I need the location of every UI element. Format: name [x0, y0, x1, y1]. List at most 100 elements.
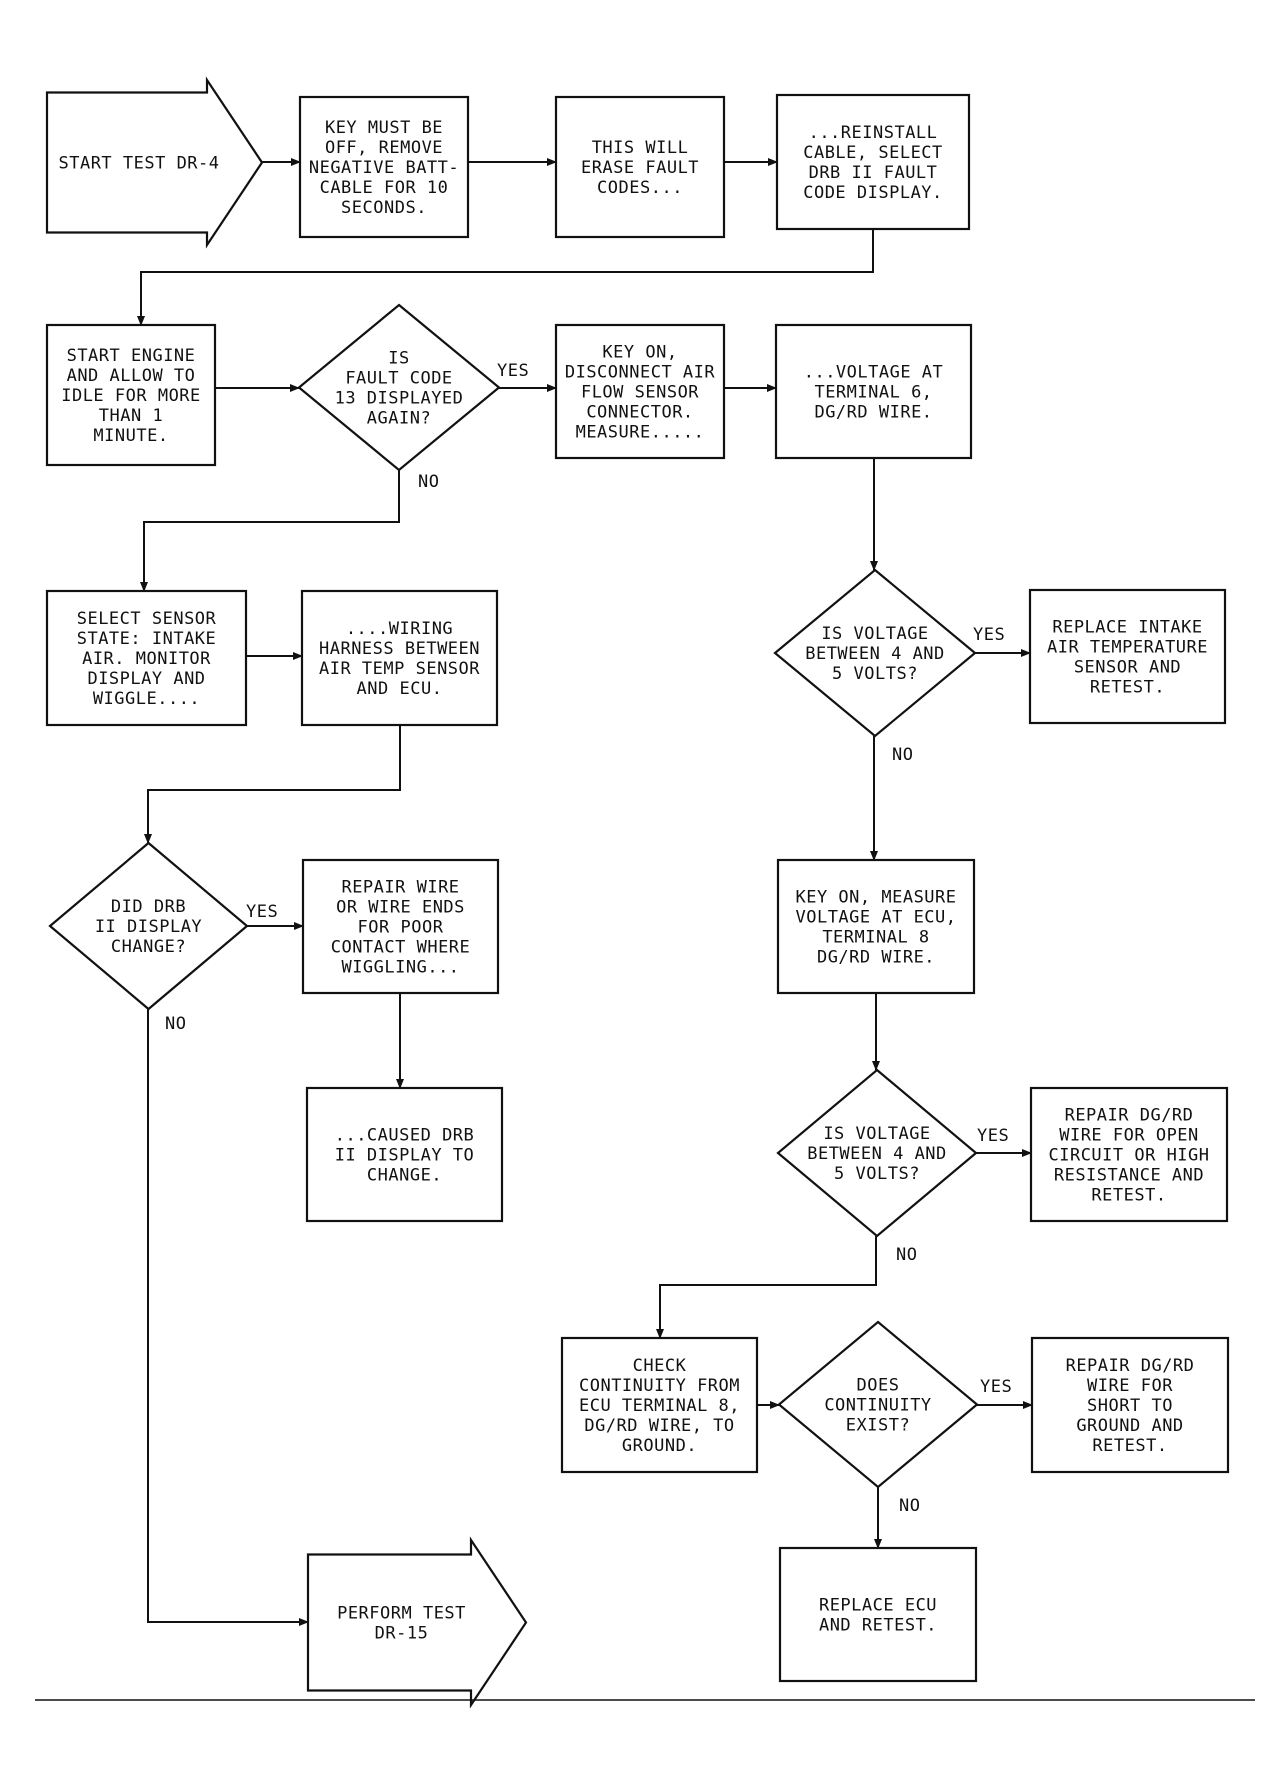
reinstall-step-box — [775, 93, 971, 231]
repair-wire-ends-step-box — [301, 858, 500, 995]
q-drb-change-decision — [48, 841, 249, 1011]
edge-labels: YES NO YES NO YES NO YES NO YES NO — [165, 361, 1012, 1516]
repair-short-line-4: RETEST. — [1092, 1436, 1167, 1456]
wiring-harness-line-3: AND ECU. — [357, 679, 443, 699]
caused-drb-line-2: CHANGE. — [367, 1166, 442, 1186]
start-engine-line-4: MINUTE. — [93, 426, 168, 446]
label-yes-volt1: YES — [973, 625, 1005, 645]
repair-open-line-1: WIRE FOR OPEN — [1059, 1126, 1199, 1146]
check-continuity-line-4: GROUND. — [622, 1436, 697, 1456]
check-continuity-line-2: ECU TERMINAL 8, — [579, 1396, 740, 1416]
q-fault13-line-2: 13 DISPLAYED — [335, 389, 464, 409]
node-start: START TEST DR-4 — [45, 76, 264, 249]
wiring-harness-line-0: ....WIRING — [346, 619, 453, 639]
q-fault13-line-3: AGAIN? — [367, 409, 431, 429]
q-continuity-line-2: EXIST? — [846, 1416, 910, 1436]
repair-short-line-2: SHORT TO — [1087, 1396, 1173, 1416]
key-on-disconnect-line-0: KEY ON, — [602, 343, 677, 363]
erase-line-2: CODES... — [597, 178, 683, 198]
label-no-drb: NO — [165, 1014, 186, 1034]
repair-wire-ends-line-1: OR WIRE ENDS — [336, 898, 465, 918]
q-fault13-line-1: FAULT CODE — [345, 369, 452, 389]
repair-open-step-box — [1029, 1086, 1229, 1223]
erase-line-0: THIS WILL — [592, 138, 689, 158]
key-on-ecu-step-box — [776, 858, 976, 995]
key-off-step-box — [298, 95, 470, 239]
perform-dr15-terminal-arrow — [306, 1536, 528, 1709]
start-terminal-arrow — [45, 76, 264, 249]
connector-q13-no-to-select — [140, 470, 400, 592]
key-on-disconnect-line-2: FLOW SENSOR — [581, 383, 699, 403]
q-volt-2-decision — [776, 1068, 978, 1238]
select-sensor-step-box — [45, 589, 248, 727]
replace-iat-step-box — [1028, 588, 1227, 725]
repair-open-line-4: RETEST. — [1091, 1186, 1166, 1206]
reinstall-line-1: CABLE, SELECT — [803, 143, 943, 163]
start-engine-line-0: START ENGINE — [67, 346, 196, 366]
key-off-line-2: NEGATIVE BATT- — [309, 158, 459, 178]
label-no-fault13: NO — [418, 472, 439, 492]
reinstall-line-0: ...REINSTALL — [809, 123, 938, 143]
connector-qv2-no-to-check — [656, 1236, 877, 1339]
check-continuity-line-0: CHECK — [633, 1356, 687, 1376]
label-yes-continuity: YES — [980, 1377, 1012, 1397]
q-drb-change-line-2: CHANGE? — [111, 937, 186, 957]
erase-line-1: ERASE FAULT — [581, 158, 699, 178]
q-continuity-line-1: CONTINUITY — [824, 1396, 931, 1416]
q-volt-1-line-0: IS VOLTAGE — [821, 624, 928, 644]
label-yes-fault13: YES — [497, 361, 529, 381]
key-on-ecu-line-0: KEY ON, MEASURE — [795, 888, 956, 908]
select-sensor-line-0: SELECT SENSOR — [77, 609, 217, 629]
select-sensor-line-3: DISPLAY AND — [87, 669, 205, 689]
key-off-line-4: SECONDS. — [341, 198, 427, 218]
replace-iat-line-1: AIR TEMPERATURE — [1047, 638, 1208, 658]
repair-short-line-1: WIRE FOR — [1087, 1376, 1173, 1396]
caused-drb-step-box — [305, 1086, 504, 1223]
key-off-line-3: CABLE FOR 10 — [320, 178, 449, 198]
q-drb-change-line-0: DID DRB — [111, 897, 186, 917]
start-line-0: START TEST DR-4 — [58, 154, 219, 174]
replace-iat-line-2: SENSOR AND — [1074, 658, 1181, 678]
label-yes-volt2: YES — [977, 1126, 1009, 1146]
q-continuity-line-0: DOES — [857, 1376, 900, 1396]
start-engine-line-3: THAN 1 — [99, 406, 163, 426]
repair-short-line-3: GROUND AND — [1076, 1416, 1183, 1436]
repair-open-line-3: RESISTANCE AND — [1054, 1166, 1204, 1186]
check-continuity-line-3: DG/RD WIRE, TO — [584, 1416, 734, 1436]
check-continuity-line-1: CONTINUITY FROM — [579, 1376, 740, 1396]
voltage-t6-line-0: ...VOLTAGE AT — [804, 363, 944, 383]
q-fault13-decision — [297, 303, 501, 472]
key-on-disconnect-step-box — [554, 323, 726, 460]
q-continuity-decision — [777, 1320, 979, 1489]
replace-ecu-step-box — [778, 1546, 978, 1683]
select-sensor-line-1: STATE: INTAKE — [77, 629, 217, 649]
caused-drb-line-0: ...CAUSED DRB — [335, 1126, 475, 1146]
perform-dr15-line-0: PERFORM TEST — [337, 1604, 466, 1624]
caused-drb-line-1: II DISPLAY TO — [335, 1146, 475, 1166]
erase-step-box — [554, 95, 726, 239]
q-fault13-line-0: IS — [388, 349, 409, 369]
voltage-t6-step-box — [774, 323, 973, 460]
key-on-ecu-line-3: DG/RD WIRE. — [817, 948, 935, 968]
q-volt-2-line-1: BETWEEN 4 AND — [807, 1144, 947, 1164]
q-volt-1-line-2: 5 VOLTS? — [832, 664, 918, 684]
